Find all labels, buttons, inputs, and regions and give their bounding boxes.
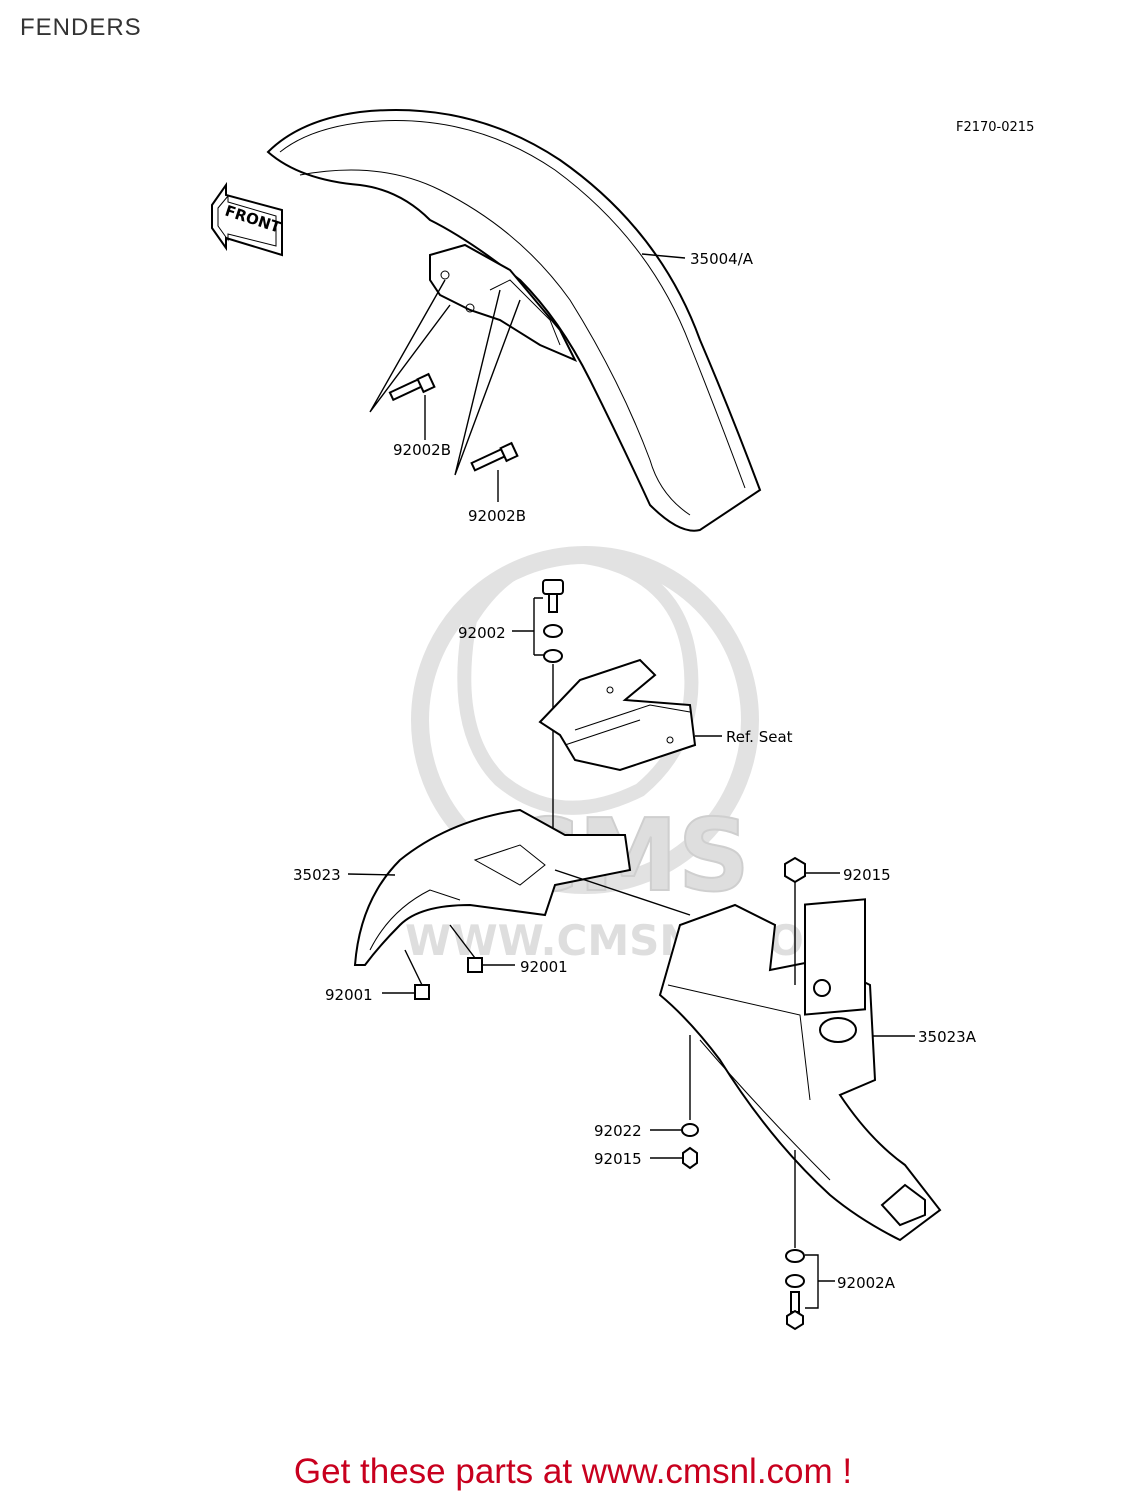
bolt-washer-set-icon bbox=[512, 579, 564, 860]
bolt-92002b-upper-icon bbox=[369, 279, 451, 440]
label-92002b-upper: 92002B bbox=[393, 441, 451, 459]
label-35023a: 35023A bbox=[918, 1028, 977, 1046]
nut-92015-top-icon bbox=[784, 856, 840, 985]
nut-92015-bottom-icon bbox=[650, 1146, 698, 1170]
bolt-92002b-lower-icon bbox=[454, 289, 521, 502]
label-92001-right: 92001 bbox=[520, 958, 568, 976]
front-fender bbox=[266, 109, 762, 532]
label-92022: 92022 bbox=[594, 1122, 642, 1140]
seat-bracket bbox=[538, 658, 697, 772]
figure-code: F2170-0215 bbox=[956, 120, 1034, 135]
rear-fender-rear bbox=[658, 898, 942, 1242]
label-92002a: 92002A bbox=[837, 1274, 896, 1292]
label-35004A: 35004/A bbox=[690, 250, 754, 268]
front-arrow-icon: FRONT bbox=[211, 181, 284, 257]
rear-fender-front bbox=[353, 808, 632, 966]
label-92001-left: 92001 bbox=[325, 986, 373, 1004]
washer-92022-icon bbox=[650, 1123, 699, 1137]
label-92015-top: 92015 bbox=[843, 866, 891, 884]
label-ref-seat: Ref. Seat bbox=[726, 728, 793, 746]
diagram-title: FENDERS bbox=[20, 14, 142, 41]
label-92015-bottom: 92015 bbox=[594, 1150, 642, 1168]
label-92002b-lower: 92002B bbox=[468, 507, 526, 525]
footer-link[interactable]: Get these parts at www.cmsnl.com ! bbox=[293, 1452, 853, 1491]
bolt-92001-left-icon bbox=[382, 949, 430, 1000]
bolt-92001-right-icon bbox=[449, 924, 515, 973]
label-92002: 92002 bbox=[458, 624, 506, 642]
bolt-set-92002a-icon bbox=[785, 1249, 835, 1331]
label-35023: 35023 bbox=[293, 866, 341, 884]
